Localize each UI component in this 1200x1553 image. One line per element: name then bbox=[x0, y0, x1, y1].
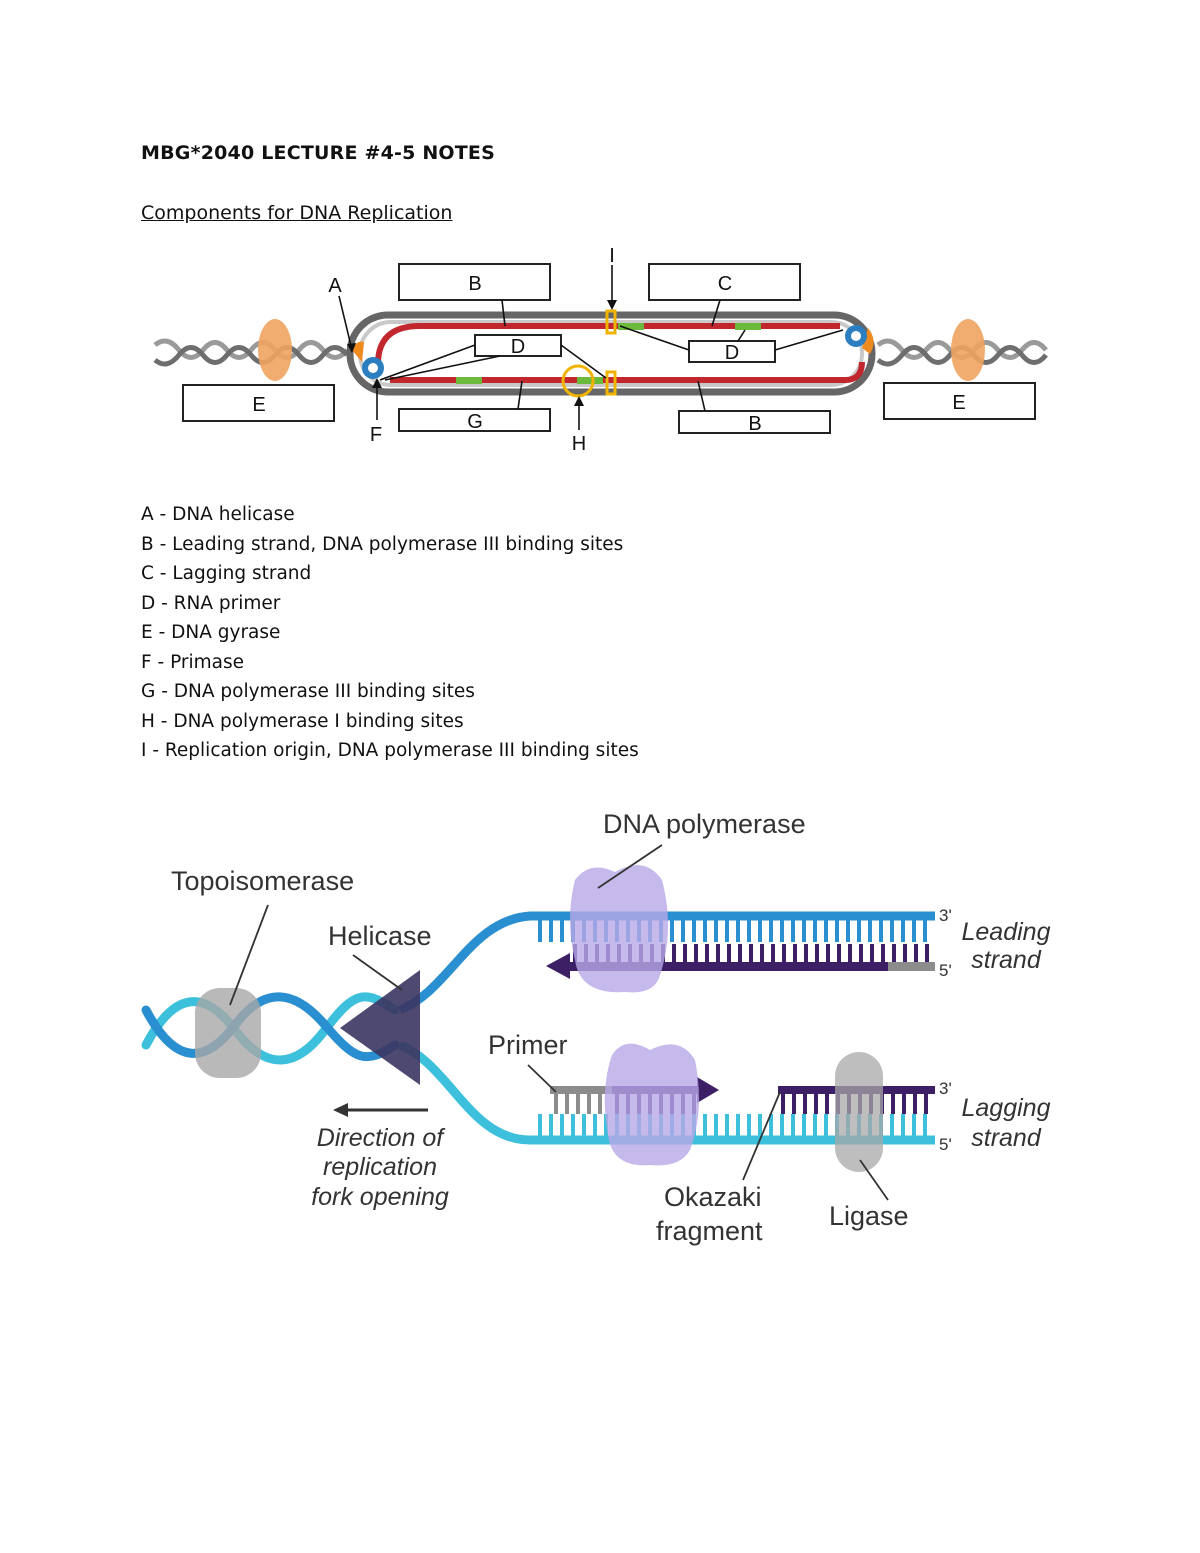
five-prime-top-label: 5' bbox=[939, 961, 952, 980]
box-e-left bbox=[182, 384, 335, 422]
legend-item: E - DNA gyrase bbox=[141, 622, 281, 643]
direction-label-3: fork opening bbox=[311, 1183, 449, 1211]
leading-new-strand bbox=[565, 962, 890, 971]
direction-label-1: Direction of bbox=[317, 1124, 446, 1152]
lagging-label-2: strand bbox=[971, 1124, 1042, 1152]
primer-bottom-2 bbox=[577, 377, 603, 384]
primase-right-core bbox=[851, 331, 861, 341]
direction-arrow-head bbox=[333, 1103, 348, 1117]
okazaki-label-2: fragment bbox=[656, 1216, 763, 1246]
three-prime-top-label: 3' bbox=[939, 906, 952, 925]
legend-item: D - RNA primer bbox=[141, 592, 281, 614]
three-prime-bottom-label: 3' bbox=[939, 1079, 952, 1098]
ligase-label: Ligase bbox=[829, 1201, 909, 1231]
helicase-left-shape bbox=[352, 341, 364, 362]
box-d-left-label: D bbox=[511, 336, 525, 358]
five-prime-bottom-label: 5' bbox=[939, 1135, 952, 1154]
topoisomerase-label: Topoisomerase bbox=[171, 866, 354, 896]
box-d-right bbox=[688, 340, 776, 363]
primer-label: Primer bbox=[488, 1030, 568, 1060]
leading-label-2: strand bbox=[971, 946, 1042, 974]
origin-marker-top bbox=[605, 309, 617, 335]
lagging-primer-rungs bbox=[554, 1094, 602, 1114]
legend-item: A - DNA helicase bbox=[141, 504, 295, 525]
dna-polymerase-bottom-shape bbox=[604, 1043, 699, 1166]
replication-fork-diagram: DNA polymerase Topoisomerase Helicase Pr… bbox=[141, 809, 1051, 1246]
box-g bbox=[398, 408, 551, 432]
new-strand-top bbox=[375, 323, 840, 365]
parental-helix bbox=[141, 992, 400, 1065]
component-legend: A - DNA helicase B - Leading strand, DNA… bbox=[141, 501, 639, 767]
leading-label-1: Leading bbox=[962, 918, 1051, 946]
helicase-label: Helicase bbox=[328, 921, 432, 951]
box-b-bottom bbox=[678, 410, 831, 434]
bubble-outer-strand bbox=[346, 311, 876, 396]
legend-item: I - Replication origin, DNA polymerase I… bbox=[141, 740, 639, 761]
legend-item: H - DNA polymerase I binding sites bbox=[141, 710, 464, 732]
ligase-shape bbox=[835, 1052, 883, 1172]
label-h: H bbox=[572, 433, 586, 455]
origin-marker-bottom bbox=[605, 370, 617, 396]
lagging-primer bbox=[550, 1086, 612, 1094]
helicase-right-shape bbox=[862, 328, 874, 354]
label-a: A bbox=[328, 275, 342, 297]
box-c bbox=[648, 263, 801, 301]
legend-item: C - Lagging strand bbox=[141, 563, 312, 584]
box-b-top bbox=[398, 263, 551, 301]
lagging-arrowhead bbox=[697, 1077, 719, 1103]
box-c-label: C bbox=[718, 273, 732, 295]
left-dna-helix bbox=[153, 338, 349, 367]
pol1-circle bbox=[561, 364, 595, 398]
leading-arrowhead bbox=[546, 953, 570, 979]
direction-label-2: replication bbox=[323, 1153, 437, 1181]
okazaki-label-1: Okazaki bbox=[664, 1182, 762, 1212]
lagging-label-1: Lagging bbox=[962, 1094, 1051, 1122]
legend-item: G - DNA polymerase III binding sites bbox=[141, 681, 475, 702]
box-b-bottom-label: B bbox=[748, 413, 761, 435]
topoisomerase-shape bbox=[195, 988, 261, 1078]
box-g-label: G bbox=[467, 411, 483, 433]
replication-bubble-diagram: A I F H B C D D E E G B bbox=[153, 245, 1048, 455]
bubble-inner-strand bbox=[358, 320, 864, 387]
new-strand-bottom bbox=[390, 361, 865, 383]
gyrase-left-shape bbox=[258, 319, 292, 381]
box-e-left-label: E bbox=[252, 394, 265, 416]
helicase-shape bbox=[340, 970, 420, 1085]
legend-item: F - Primase bbox=[141, 651, 245, 673]
primer-top-2 bbox=[735, 323, 761, 330]
box-e-right bbox=[883, 382, 1036, 420]
dna-polymerase-label: DNA polymerase bbox=[603, 809, 806, 839]
legend-item: B - Leading strand, DNA polymerase III b… bbox=[141, 533, 624, 555]
label-i: I bbox=[609, 245, 615, 267]
page-title: MBG*2040 LECTURE #4-5 NOTES bbox=[141, 142, 495, 164]
gyrase-right-shape bbox=[951, 319, 985, 381]
dna-polymerase-top-shape bbox=[570, 865, 669, 993]
box-e-right-label: E bbox=[952, 392, 965, 414]
primer-bottom-1 bbox=[456, 377, 482, 384]
box-d-right-label: D bbox=[725, 342, 739, 364]
primase-left-core bbox=[368, 363, 378, 373]
leading-primer bbox=[888, 962, 935, 971]
primer-top-1 bbox=[618, 323, 644, 330]
label-f: F bbox=[370, 424, 382, 446]
box-b-top-label: B bbox=[468, 273, 481, 295]
section-title: Components for DNA Replication bbox=[141, 202, 453, 224]
